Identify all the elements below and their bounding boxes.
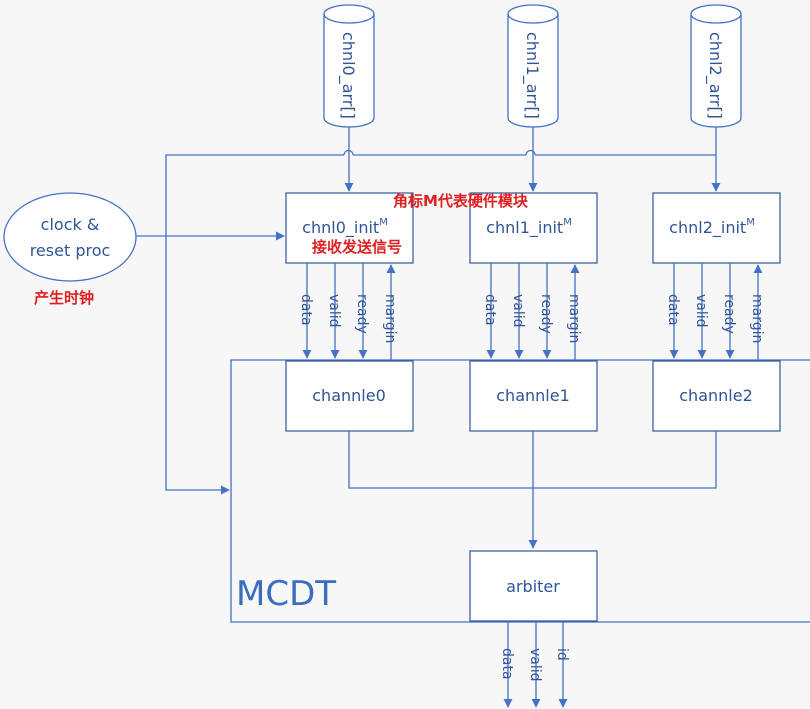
init-label-0: chnl0_initM [302,217,388,238]
channel-box-1: channle1 [469,360,598,432]
clock-reset-proc: clock & reset proc [3,192,137,282]
signal-label-ready-2: ready [721,294,737,334]
channel-label-1: channle1 [496,386,570,405]
crossing-hop-1 [525,149,536,156]
signal-label-data-0: data [298,294,314,326]
array-label-2: chnl2_arr[] [705,32,725,119]
signal-lines: data valid ready margin data valid ready margin… [298,263,765,360]
clock-note: 产生时钟 [34,289,94,307]
arbiter-box: arbiter [469,550,598,622]
channel-box-2: channle2 [652,360,781,432]
array-chnl0: chnl0_arr[] [323,4,375,128]
signal-label-margin-2: margin [749,294,765,343]
channel-label-2: channle2 [679,386,753,405]
array-chnl2: chnl2_arr[] [690,4,742,128]
signal-label-margin-1: margin [566,294,582,343]
module-note: 角标M代表硬件模块 [393,192,529,210]
init-box-2: chnl2_initM [652,192,781,264]
signal-label-valid-1: valid [510,294,526,328]
array-chnl1: chnl1_arr[] [507,4,559,128]
channel-box-0: channle0 [285,360,414,432]
init-box-1: chnl1_initM [469,192,598,264]
clock-label-line2: reset proc [30,241,111,260]
init-box-0: chnl0_initM [285,192,414,264]
signal-label-margin-0: margin [382,294,398,343]
array-label-1: chnl1_arr[] [522,32,542,119]
output-label-data: data [499,648,515,680]
signal-label-data-1: data [482,294,498,326]
mcdt-label: MCDT [236,574,336,614]
clock-distribution-line [165,154,716,490]
clock-label-line1: clock & [41,215,100,234]
arbiter-label: arbiter [506,577,560,596]
signal-label-ready-1: ready [538,294,554,334]
init-label-2: chnl2_initM [669,217,755,238]
channel-label-0: channle0 [312,386,386,405]
signal-label-valid-2: valid [693,294,709,328]
handshake-note: 接收发送信号 [312,238,402,256]
array-label-0: chnl0_arr[] [338,32,358,119]
signal-label-ready-0: ready [354,294,370,334]
output-label-id: id [554,648,570,661]
init-label-1: chnl1_initM [486,217,572,238]
output-label-valid: valid [527,648,543,682]
signal-label-data-2: data [665,294,681,326]
signal-label-valid-0: valid [326,294,342,328]
